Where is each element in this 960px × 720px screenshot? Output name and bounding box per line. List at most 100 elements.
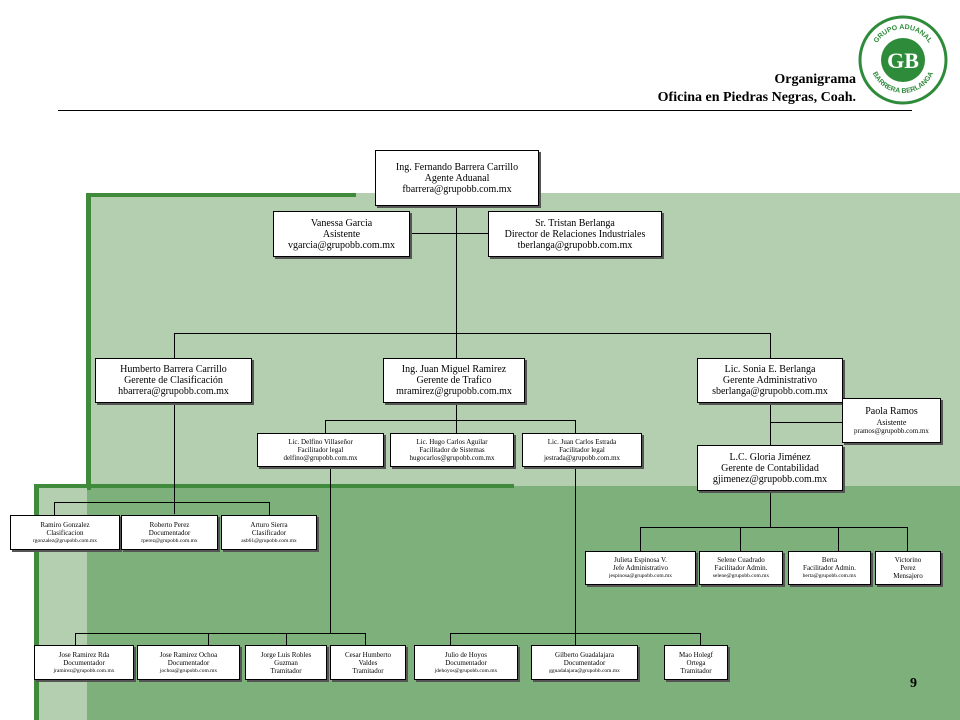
connector — [325, 420, 576, 421]
connector — [700, 633, 701, 645]
connector — [770, 333, 771, 358]
sonia-box: Lic. Sonia E. Berlanga Gerente Administr… — [697, 358, 843, 403]
arturo-box: Arturo Sierra Clasificador asb61@grupobb… — [221, 515, 317, 550]
stripe-green-vertical-top — [86, 193, 91, 490]
node-name: Ing. Juan Miguel Ramirez — [401, 364, 507, 375]
connector — [575, 633, 576, 645]
node-email: jdehoyos@grupobb.com.mx — [434, 667, 498, 674]
connector — [575, 420, 576, 433]
node-name: Lic. Delfino Villaseñor — [288, 438, 353, 446]
node-email: fbarrera@grupobb.com.mx — [402, 183, 512, 195]
node-title: Clasificador — [251, 528, 287, 537]
node-email: sberlanga@grupobb.com.mx — [712, 386, 828, 397]
node-title: Asistente — [876, 417, 907, 427]
node-email: berta@grupobb.com.mx — [802, 573, 857, 579]
node-name: Humberto Barrera Carrillo — [120, 364, 227, 375]
node-name: Julio de Hoyos — [445, 650, 487, 659]
connector — [838, 527, 839, 551]
connector — [325, 420, 326, 433]
connector — [770, 422, 842, 423]
node-title: Documentador — [167, 658, 210, 667]
node-name: Cesar Humberto — [344, 650, 392, 659]
tristan-box: Sr. Tristan Berlanga Director de Relacio… — [488, 211, 662, 257]
julio-box: Julio de Hoyos Documentador jdehoyos@gru… — [414, 645, 518, 680]
node-email: gguadalajara@grupobb.com.mx — [549, 667, 620, 674]
selene-box: Selene Cuadrado Facilitador Admin. selen… — [699, 551, 783, 585]
node-title: Asistente — [322, 228, 361, 240]
connector — [75, 633, 76, 645]
node-name: Jorge Luis Robles — [260, 650, 312, 659]
connector — [575, 467, 576, 633]
node-name: L.C. Gloria Jiménez — [729, 451, 811, 463]
node-title: Gerente de Trafico — [416, 375, 492, 386]
hugo-box: Lic. Hugo Carlos Aguilar Facilitador de … — [390, 433, 514, 467]
node-email: jochoa@grupobb.com.mx — [159, 667, 218, 674]
node-name: Jose Ramirez Ochoa — [159, 650, 218, 659]
node-title: Gerente de Contabilidad — [721, 462, 819, 474]
node-name: Gilberto Guadalajara — [555, 650, 614, 659]
connector — [770, 403, 771, 445]
connector — [456, 420, 457, 433]
company-logo: GB GRUPO ADUANAL BARRERA BERLANGA — [858, 15, 948, 105]
node-email: jestrada@grupobb.com.mx — [543, 454, 621, 462]
node-email: gjimenez@grupobb.com.mx — [712, 473, 828, 485]
node-email: jramirez@grupobb.com.mx — [53, 667, 115, 674]
node-name: Roberto Perez — [149, 520, 190, 529]
node-role: Tramitador — [352, 666, 384, 675]
connector — [174, 333, 175, 358]
page-title: Organigrama — [774, 72, 856, 87]
node-name: Lic. Sonia E. Berlanga — [724, 364, 816, 375]
node-title: Jefe Administrativo — [612, 564, 669, 572]
node-name: Paola Ramos — [865, 405, 918, 417]
node-role: Tramitador — [680, 666, 712, 675]
node-email: vgarcia@grupobb.com.mx — [288, 239, 395, 251]
node-title: Valdes — [358, 658, 378, 667]
node-title: Facilitador Admin. — [714, 564, 768, 572]
node-title: Documentador — [445, 658, 487, 667]
connector — [907, 527, 908, 551]
connector — [456, 403, 457, 420]
node-name: Selene Cuadrado — [717, 556, 765, 564]
node-email: jespinosa@grupobb.com.mx — [608, 573, 673, 579]
node-name: Arturo Sierra — [250, 520, 288, 529]
connector — [269, 502, 270, 515]
node-title: Director de Relaciones Industriales — [504, 228, 646, 240]
node-name: Julieta Espinosa V. — [614, 556, 667, 564]
connector — [54, 502, 55, 515]
node-title: Gerente Administrativo — [722, 375, 818, 386]
jorge-box: Jorge Luis Robles Guzman Tramitador — [245, 645, 327, 680]
node-name: Ing. Fernando Barrera Carrillo — [395, 161, 519, 173]
node-role: Tramitador — [270, 666, 302, 675]
berta-box: Berta Facilitador Admin. berta@grupobb.c… — [788, 551, 871, 585]
connector — [75, 633, 366, 634]
connector — [174, 403, 175, 514]
juancarlos-box: Lic. Juan Carlos Estrada Facilitador leg… — [522, 433, 642, 467]
node-email: hugocarlos@grupobb.com.mx — [409, 454, 495, 462]
connector — [740, 527, 741, 551]
paola-box: Paola Ramos Asistente pramos@grupobb.com… — [842, 398, 941, 443]
connector — [640, 527, 641, 551]
node-title: Perez — [900, 564, 916, 572]
gilberto-box: Gilberto Guadalajara Documentador gguada… — [531, 645, 638, 680]
connector — [770, 491, 771, 527]
node-name: Vanessa Garcia — [310, 217, 373, 229]
node-email: tberlanga@grupobb.com.mx — [517, 239, 633, 251]
page-subtitle: Oficina en Piedras Negras, Coah. — [657, 90, 856, 105]
node-name: Berta — [821, 556, 838, 564]
node-name: Victorino — [894, 556, 922, 564]
jose-ochoa-box: Jose Ramirez Ochoa Documentador jochoa@g… — [137, 645, 240, 680]
connector — [365, 633, 366, 645]
victorino-box: Victorino Perez Mensajero — [875, 551, 941, 585]
page-number: 9 — [910, 676, 917, 691]
node-email: pramos@grupobb.com.mx — [854, 426, 929, 435]
mao-box: Mao Holegf Ortega Tramitador — [664, 645, 728, 680]
vanessa-box: Vanessa Garcia Asistente vgarcia@grupobb… — [273, 211, 410, 257]
node-name: Ramiro Gonzalez — [40, 520, 90, 529]
logo-initials: GB — [887, 48, 919, 73]
jose-rda-box: Jose Ramirez Rda Documentador jramirez@g… — [34, 645, 134, 680]
ramiro-box: Ramiro Gonzalez Clasificacion rgonzalez@… — [10, 515, 120, 550]
connector — [456, 206, 457, 358]
node-email: mramirez@grupobb.com.mx — [396, 386, 512, 397]
node-email: selene@grupobb.com.mx — [712, 573, 770, 579]
node-name: Mao Holegf — [678, 650, 714, 659]
